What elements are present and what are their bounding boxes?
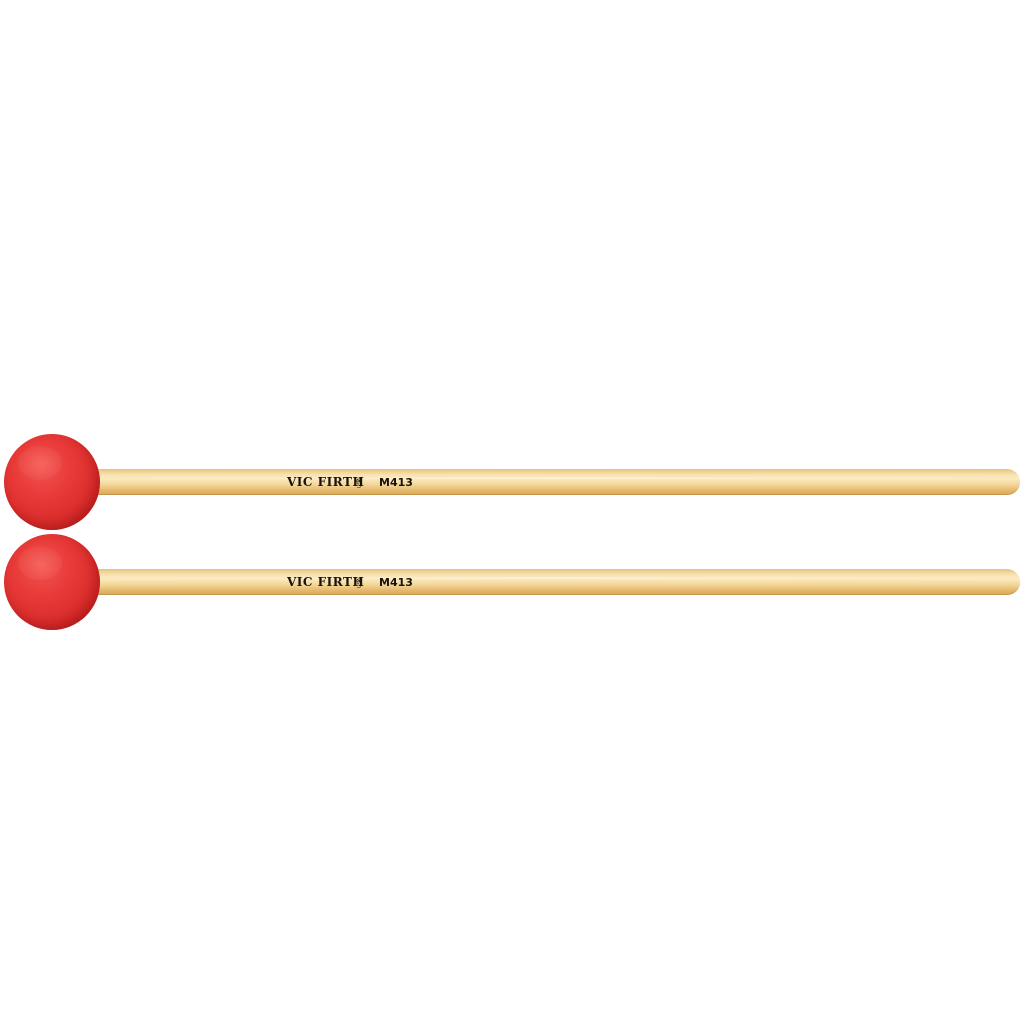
model-imprint: M413 <box>379 576 413 589</box>
brand-imprint: VIC FIRTH <box>287 575 365 589</box>
mallet-head <box>4 534 100 630</box>
origin-imprint: USA <box>357 477 363 488</box>
mallet: VIC FIRTH USA M413 <box>0 432 1024 532</box>
mallet-shaft <box>92 569 1020 595</box>
brand-imprint: VIC FIRTH <box>287 475 365 489</box>
origin-imprint: USA <box>357 577 363 588</box>
mallet-head <box>4 434 100 530</box>
mallet: VIC FIRTH USA M413 <box>0 532 1024 632</box>
model-imprint: M413 <box>379 476 413 489</box>
mallet-shaft <box>92 469 1020 495</box>
